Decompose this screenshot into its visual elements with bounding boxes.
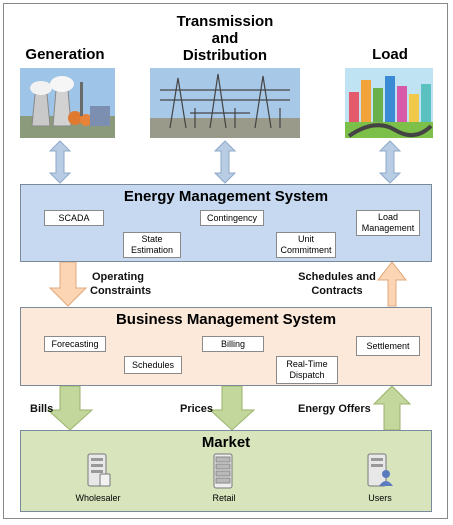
blue-double-arrow-transmission xyxy=(213,140,237,184)
retail-label: Retail xyxy=(212,493,236,503)
energy-offers-arrow xyxy=(372,385,412,431)
billing-box: Billing xyxy=(202,336,264,352)
bills-arrow xyxy=(46,385,94,431)
market-title: Market xyxy=(201,434,251,451)
contingency-box: Contingency xyxy=(200,210,264,226)
transmission-header: Transmission and Distribution xyxy=(176,13,274,64)
load-header: Load xyxy=(372,46,408,63)
forecasting-box: Forecasting xyxy=(44,336,106,352)
bills-label: Bills xyxy=(30,403,54,415)
prices-label: Prices xyxy=(180,403,214,415)
blue-double-arrow-generation xyxy=(48,140,72,184)
schedules-contracts-arrow xyxy=(376,261,408,307)
prices-arrow xyxy=(208,385,256,431)
bms-title: Business Management System xyxy=(115,311,337,328)
city-image xyxy=(345,68,433,138)
schedules-box: Schedules xyxy=(124,356,182,374)
generation-header: Generation xyxy=(25,46,105,63)
scada-box: SCADA xyxy=(44,210,104,226)
energy-offers-label: Energy Offers xyxy=(298,403,371,415)
users-server-icon xyxy=(367,453,393,487)
settlement-box: Settlement xyxy=(356,336,420,356)
blue-double-arrow-load xyxy=(378,140,402,184)
schedules-contracts-label: Schedules and Contracts xyxy=(298,271,376,297)
wholesaler-server-icon xyxy=(87,453,111,487)
users-label: Users xyxy=(368,493,392,503)
substation-image xyxy=(150,68,300,138)
operating-constraints-arrow xyxy=(48,261,88,307)
diagram-frame xyxy=(3,3,448,519)
ems-title: Energy Management System xyxy=(123,188,329,205)
power-plant-image xyxy=(20,68,115,138)
operating-constraints-label: Operating Constraints xyxy=(90,271,152,297)
wholesaler-label: Wholesaler xyxy=(75,493,121,503)
retail-server-icon xyxy=(213,453,233,489)
